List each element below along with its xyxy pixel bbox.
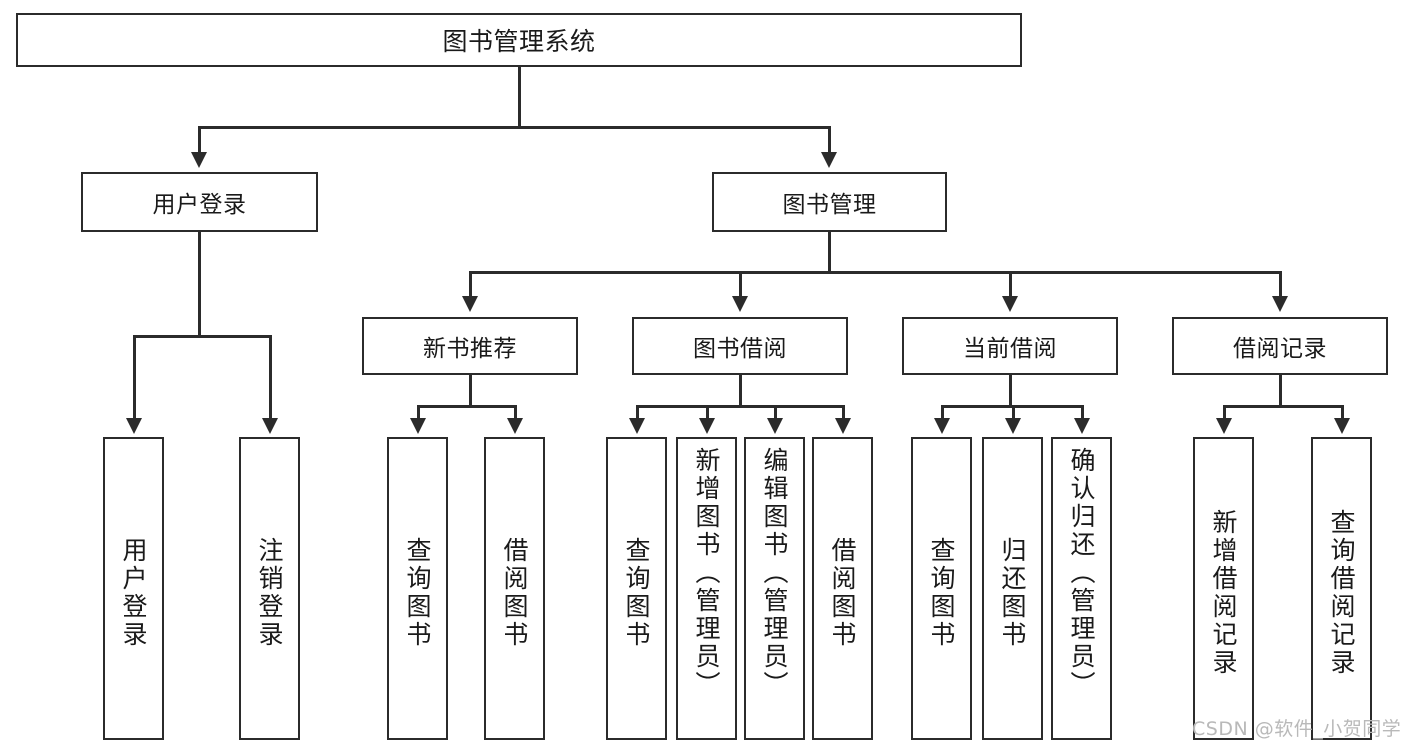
connector-bb-to-leaf-2 — [706, 405, 709, 421]
node-root-book-management-system[interactable]: 图书管理系统 — [16, 13, 1022, 67]
leaf-cb-confirm-return-admin[interactable]: 确认归还（管理员） — [1051, 437, 1112, 740]
leaf-cb-confirm-return-admin-label: 确认归还（管理员） — [1067, 447, 1096, 699]
connector-root-stem — [518, 67, 521, 127]
arrow-nbr-leaf-1-icon — [410, 418, 426, 434]
node-book-management-label: 图书管理 — [782, 192, 877, 218]
arrow-cb-leaf-3-icon — [1074, 418, 1090, 434]
arrow-bb-leaf-1-icon — [629, 418, 645, 434]
connector-nbr-bus — [418, 405, 516, 408]
leaf-bb-add-book-admin-label: 新增图书（管理员） — [692, 447, 721, 699]
arrow-bb-leaf-2-icon — [699, 418, 715, 434]
leaf-bb-borrow-book-label: 借阅图书 — [828, 536, 857, 649]
arrow-br-leaf-1-icon — [1216, 418, 1232, 434]
arrow-bm-current-borrow-icon — [1002, 296, 1018, 312]
leaf-br-query-record[interactable]: 查询借阅记录 — [1311, 437, 1372, 740]
arrow-nbr-leaf-2-icon — [507, 418, 523, 434]
connector-cb-stem — [1009, 375, 1012, 406]
connector-book-management-bus — [470, 271, 1281, 274]
connector-bm-to-book-borrow — [739, 271, 742, 300]
leaf-cb-query-book[interactable]: 查询图书 — [911, 437, 972, 740]
arrow-bb-leaf-4-icon — [835, 418, 851, 434]
arrow-user-login-leaf-1-icon — [126, 418, 142, 434]
connector-root-to-book-management — [828, 126, 831, 156]
arrow-root-to-user-login-icon — [191, 152, 207, 168]
connector-nbr-stem — [469, 375, 472, 406]
arrow-bm-new-book-recommend-icon — [462, 296, 478, 312]
connector-cb-to-leaf-1 — [941, 405, 944, 421]
node-current-borrow[interactable]: 当前借阅 — [902, 317, 1118, 375]
leaf-bb-edit-book-admin[interactable]: 编辑图书（管理员） — [744, 437, 805, 740]
connector-bb-to-leaf-3 — [774, 405, 777, 421]
node-book-management[interactable]: 图书管理 — [712, 172, 947, 232]
leaf-nbr-borrow-book[interactable]: 借阅图书 — [484, 437, 545, 740]
connector-root-bus — [199, 126, 831, 129]
leaf-cb-return-book[interactable]: 归还图书 — [982, 437, 1043, 740]
node-current-borrow-label: 当前借阅 — [963, 336, 1057, 362]
connector-user-login-stem — [198, 232, 201, 336]
leaf-br-query-record-label: 查询借阅记录 — [1327, 508, 1356, 677]
arrow-cb-leaf-2-icon — [1005, 418, 1021, 434]
connector-br-to-leaf-1 — [1223, 405, 1226, 421]
leaf-bb-query-book[interactable]: 查询图书 — [606, 437, 667, 740]
connector-br-to-leaf-2 — [1341, 405, 1344, 421]
leaf-bb-edit-book-admin-label: 编辑图书（管理员） — [760, 447, 789, 699]
node-new-book-recommend-label: 新书推荐 — [423, 336, 517, 362]
connector-bm-to-current-borrow — [1009, 271, 1012, 300]
leaf-user-login-login[interactable]: 用户登录 — [103, 437, 164, 740]
leaf-nbr-borrow-book-label: 借阅图书 — [500, 536, 529, 649]
leaf-nbr-query-book-label: 查询图书 — [403, 536, 432, 649]
leaf-cb-query-book-label: 查询图书 — [927, 536, 956, 649]
leaf-nbr-query-book[interactable]: 查询图书 — [387, 437, 448, 740]
arrow-root-to-book-management-icon — [821, 152, 837, 168]
connector-cb-to-leaf-3 — [1081, 405, 1084, 421]
connector-user-login-bus — [134, 335, 270, 338]
connector-root-to-user-login — [198, 126, 201, 156]
leaf-bb-query-book-label: 查询图书 — [622, 536, 651, 649]
connector-book-management-stem — [828, 232, 831, 272]
node-root-label: 图书管理系统 — [442, 27, 596, 56]
arrow-bb-leaf-3-icon — [767, 418, 783, 434]
connector-bb-to-leaf-4 — [842, 405, 845, 421]
leaf-bb-add-book-admin[interactable]: 新增图书（管理员） — [676, 437, 737, 740]
arrow-cb-leaf-1-icon — [934, 418, 950, 434]
arrow-br-leaf-2-icon — [1334, 418, 1350, 434]
watermark-text: CSDN @软件_小贺同学 — [1192, 718, 1402, 740]
node-borrow-record[interactable]: 借阅记录 — [1172, 317, 1388, 375]
arrow-bm-book-borrow-icon — [732, 296, 748, 312]
node-user-login-label: 用户登录 — [152, 192, 247, 218]
node-user-login[interactable]: 用户登录 — [81, 172, 318, 232]
leaf-user-login-login-label: 用户登录 — [119, 536, 148, 649]
connector-user-login-to-leaf-1 — [133, 335, 136, 421]
node-book-borrow[interactable]: 图书借阅 — [632, 317, 848, 375]
node-new-book-recommend[interactable]: 新书推荐 — [362, 317, 578, 375]
leaf-user-login-logout[interactable]: 注销登录 — [239, 437, 300, 740]
node-book-borrow-label: 图书借阅 — [693, 336, 787, 362]
leaf-user-login-logout-label: 注销登录 — [255, 536, 284, 649]
connector-user-login-to-leaf-2 — [269, 335, 272, 421]
connector-br-bus — [1224, 405, 1343, 408]
arrow-bm-borrow-record-icon — [1272, 296, 1288, 312]
connector-bm-to-borrow-record — [1279, 271, 1282, 300]
connector-nbr-to-leaf-2 — [514, 405, 517, 421]
connector-bm-to-new-book-recommend — [469, 271, 472, 300]
connector-bb-to-leaf-1 — [636, 405, 639, 421]
leaf-br-add-record[interactable]: 新增借阅记录 — [1193, 437, 1254, 740]
connector-nbr-to-leaf-1 — [417, 405, 420, 421]
leaf-cb-return-book-label: 归还图书 — [998, 536, 1027, 649]
connector-bb-bus — [637, 405, 844, 408]
connector-br-stem — [1279, 375, 1282, 406]
node-borrow-record-label: 借阅记录 — [1233, 336, 1327, 362]
leaf-br-add-record-label: 新增借阅记录 — [1209, 508, 1238, 677]
arrow-user-login-leaf-2-icon — [262, 418, 278, 434]
leaf-bb-borrow-book[interactable]: 借阅图书 — [812, 437, 873, 740]
connector-cb-to-leaf-2 — [1012, 405, 1015, 421]
connector-bb-stem — [739, 375, 742, 406]
